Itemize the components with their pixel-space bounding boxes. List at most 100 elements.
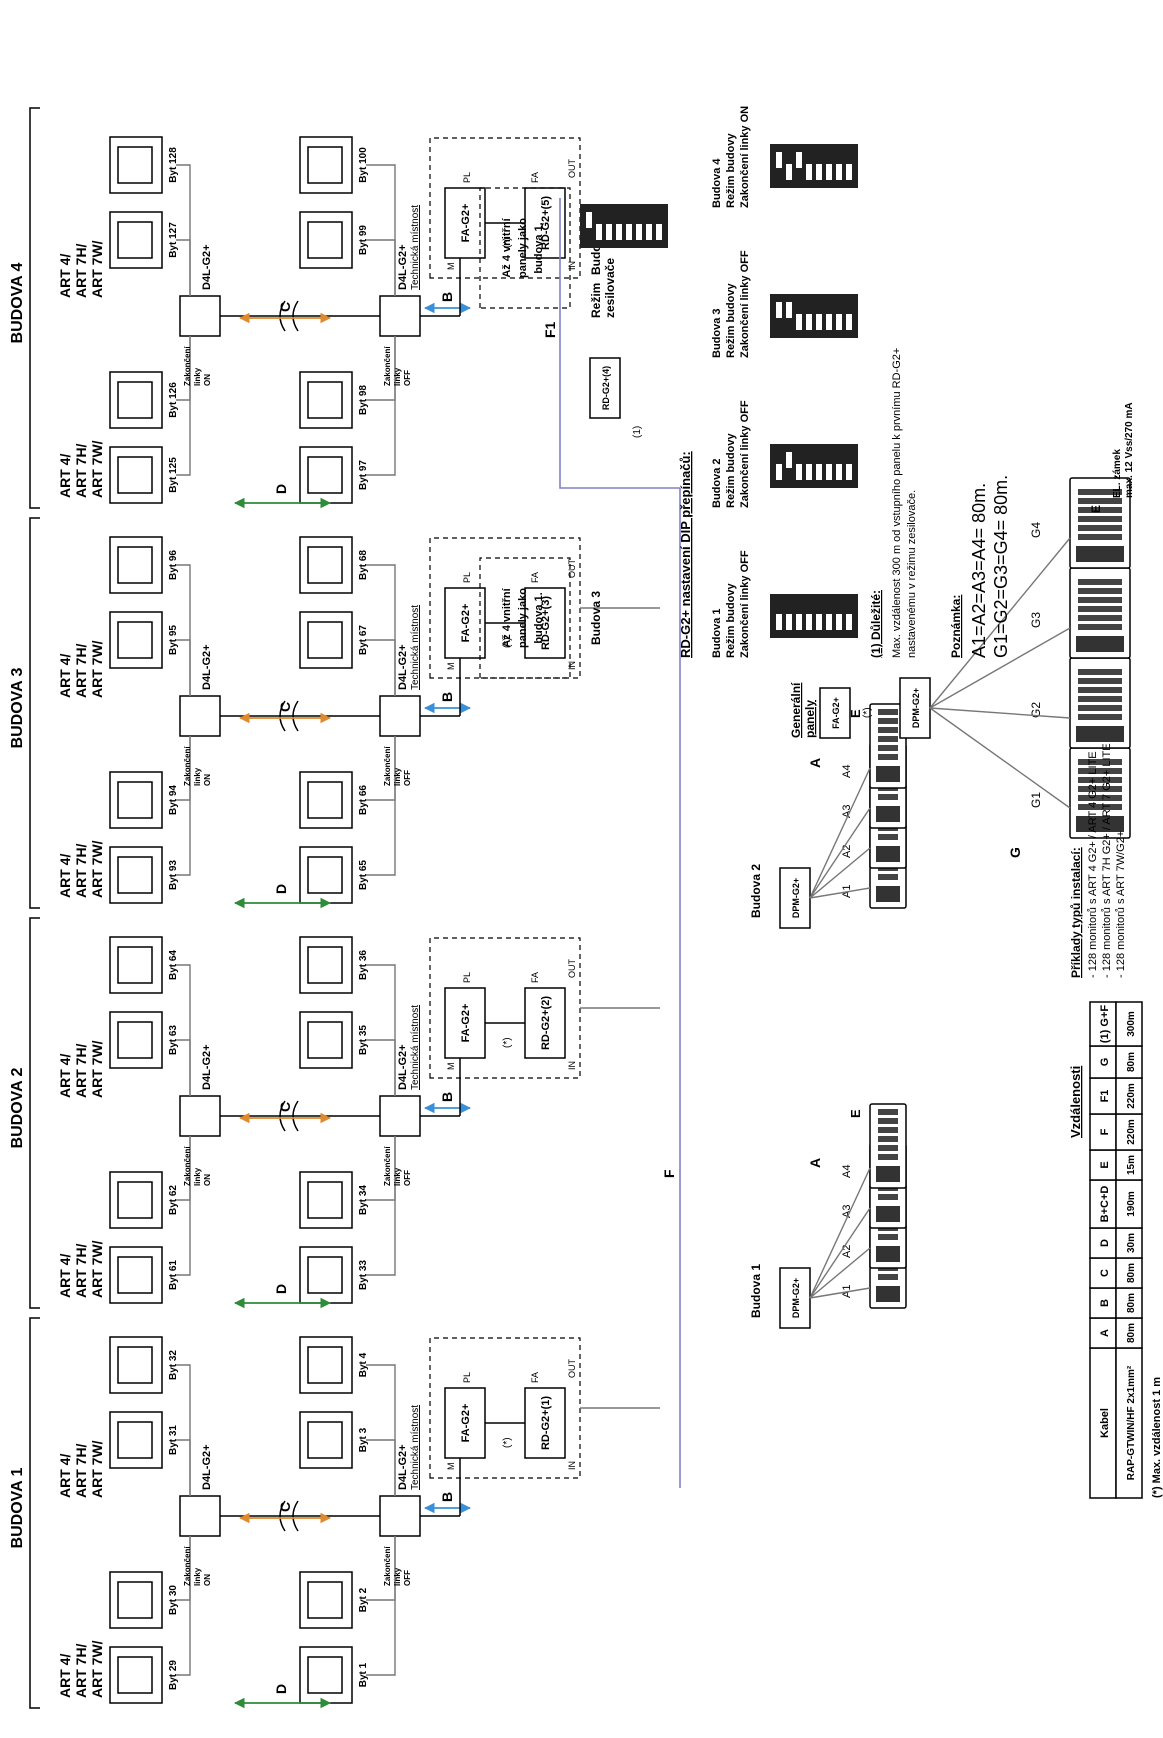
tech-room-label: Technická místnost [410,1005,421,1090]
dip-switch-lever [776,602,782,614]
entrance-panel-button [878,709,898,715]
apartment-label: Byt 96 [168,550,179,580]
entrance-panel-button [1078,696,1122,702]
star-label: (*) [502,237,513,248]
rd-unit-label: RD-G2+(5) [540,196,552,250]
table-header-text: F1 [1099,1090,1111,1103]
port-out-label: OUT [567,559,577,579]
dip-item-label: Režim budovy [725,133,737,208]
dip-switch-lever [606,212,612,224]
dip-title: RD-G2+ nastavení DIP přepínačů: [678,451,693,658]
apartment-label: Byt 95 [168,625,179,655]
dip-switch-lever [836,602,842,614]
dip-item-label: Zakončení linky OFF [739,550,751,658]
apartment-label: Byt 127 [168,222,179,258]
monitor-icon: Byt 64 [109,936,179,994]
entrance-panel-icon [1069,747,1131,839]
entrance-a4-label: A4 [841,765,853,778]
note-line: G1=G2=G3=G4= 80m. [991,475,1011,658]
termination-off-label: OFF [403,370,412,386]
distance-c-label: C [277,702,293,712]
distance-b-label: B [439,1092,455,1102]
monitor-icon: Byt 63 [109,1011,179,1069]
building-title: BUDOVA 4 [9,262,26,343]
entrance-wire [809,1287,871,1299]
entrance-panel-button [878,874,898,880]
monitor-wire [366,1039,396,1096]
monitor-icon: Byt 94 [109,771,179,829]
dip-item-label: Budova 3 [711,308,723,358]
distance-a-label: A [807,758,823,768]
monitor-type-label: ART 7H/ [73,1243,89,1298]
monitor-screen [307,1656,343,1694]
entrance-panel-button [1078,525,1122,531]
termination-on-label: Zakončení [183,1146,192,1186]
termination-off-label: Zakončení [383,346,392,386]
future-building-label: Budova 3 [589,591,603,645]
dip-item-label: Zakončení linky OFF [739,250,751,358]
apartment-label: Byt 33 [358,1260,369,1290]
up-to-4-label: Až 4 vnitřní [501,587,513,647]
dip-switch-icon [770,294,858,338]
star-label: (*) [502,637,513,648]
distance-g-label: G [1007,847,1023,858]
monitor-icon: Byt 61 [109,1246,179,1304]
dip-switch-lever [816,302,822,314]
dip-switch-lever [836,452,842,464]
rd-unit-label: RD-G2+(3) [540,596,552,650]
apartment-label: Byt 29 [168,1660,179,1690]
distances-title: Vzdálenosti [1068,1066,1083,1138]
monitor-type-label: ART 4/ [57,1454,73,1498]
d4l-label: D4L-G2+ [201,644,213,690]
important-label: (1) Důležité: [869,590,883,658]
monitor-screen [117,946,153,984]
monitor-wire [366,1536,396,1601]
monitor-icon: Byt 127 [109,211,179,269]
port-in-label: IN [567,261,577,270]
tech-room-label: Technická místnost [410,605,421,690]
monitor-wire [366,164,396,296]
monitor-wire [366,564,396,696]
monitor-screen [117,621,153,659]
port-m-label: M [446,663,456,671]
termination-off-label: Zakončení [383,746,392,786]
dip-switch-lever [846,452,852,464]
entrance-panel-camera [876,1166,900,1182]
entrance-panel-button [878,1145,898,1151]
entrance-panel-button [1078,705,1122,711]
important-line: Max. vzdálenost 300 m od vstupního panel… [891,348,903,658]
general-fa-unit: FA-G2+ [819,687,851,739]
dip-switch-lever [586,228,592,240]
dip-switch-lever [826,302,832,314]
examples-line: - 128 monitorů s ART 7H G2+ / ART 7 G2+ … [1101,743,1113,978]
monitor-type-label: ART 7H/ [73,243,89,298]
monitor-wire [366,1439,396,1496]
termination-off-label: linky [393,367,402,386]
dip-switch-lever [776,452,782,464]
entrance-panel-button [1078,687,1122,693]
monitor-wire [366,1364,396,1496]
d4l-label: D4L-G2+ [397,244,409,290]
monitor-type-label: ART 4/ [57,854,73,898]
apartment-label: Byt 36 [358,950,369,980]
monitor-wire [366,239,396,296]
fa-unit: FA-G2+ [444,987,486,1059]
monitor-wire [176,736,191,801]
apartment-label: Byt 2 [358,1587,369,1612]
monitor-type-label: ART 7W/ [89,1640,105,1698]
monitor-icon: Byt 97 [299,446,369,504]
dip-switch-lever [786,602,792,614]
port-in-label: IN [567,661,577,670]
monitor-type-label: ART 7W/ [89,840,105,898]
fa-unit-label: FA-G2+ [460,604,472,643]
apartment-label: Byt 4 [358,1352,369,1377]
table-value-text: 80m [1126,1323,1137,1343]
entrance-panel-button [1078,669,1122,675]
monitor-type-label: ART 7H/ [73,1643,89,1698]
entrance-panel-camera [1076,726,1124,742]
table-header-text: B+C+D [1099,1186,1111,1223]
d4l-distributor [379,1095,421,1137]
